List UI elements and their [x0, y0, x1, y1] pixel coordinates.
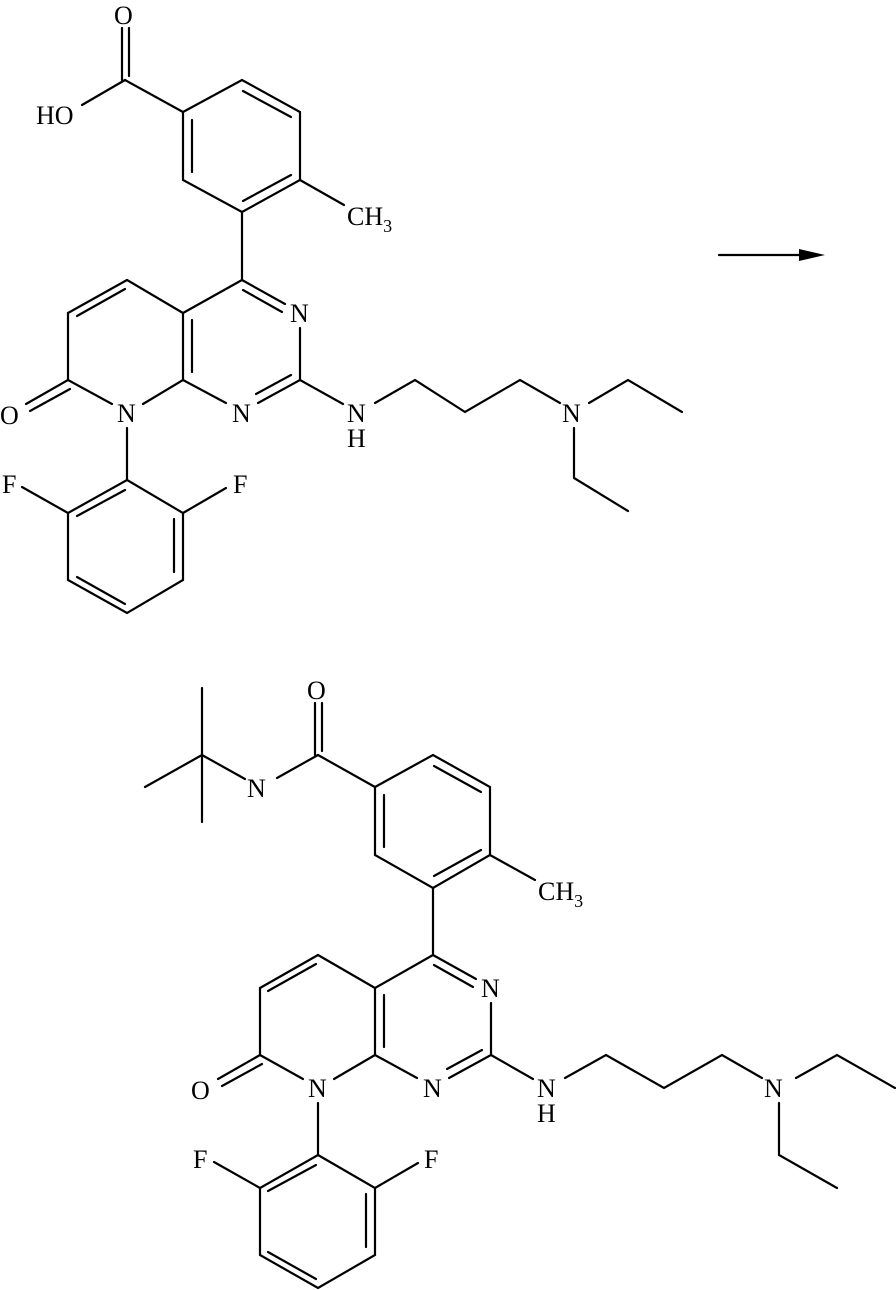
product-n1-label: N — [423, 1074, 442, 1103]
product-f-right-label: F — [424, 1145, 438, 1174]
reactant-n3-label: N — [290, 299, 309, 328]
product-amide-n-label: N — [247, 774, 266, 803]
reactant-lactam-oxygen: O — [0, 401, 19, 430]
reactant-n8-label: N — [117, 399, 136, 428]
reactant-f-left-label: F — [2, 470, 16, 499]
product-carbonyl-oxygen: O — [307, 676, 326, 705]
product-lactam-oxygen: O — [191, 1076, 210, 1105]
reactant-methyl-label: CH3 — [347, 202, 392, 236]
product-amine-n-label: N — [537, 1074, 556, 1103]
reactant-molecule: O HO CH3 N N N O — [0, 1, 684, 615]
reactant-carbonyl-oxygen: O — [114, 1, 133, 30]
arrow-head-icon — [799, 249, 825, 261]
reactant-amine-n-label: N — [347, 399, 366, 428]
product-amine-h-label: H — [537, 1099, 556, 1128]
product-f-left-label: F — [193, 1145, 207, 1174]
reaction-arrow — [717, 249, 825, 261]
reactant-amine-h-label: H — [347, 424, 366, 453]
product-methyl-label: CH3 — [538, 877, 583, 911]
reactant-n1-label: N — [232, 399, 251, 428]
product-molecule: N O CH3 N N N — [143, 676, 896, 1290]
product-n3-label: N — [481, 974, 500, 1003]
reactant-hydroxyl-label: HO — [36, 101, 74, 130]
product-n8-label: N — [308, 1074, 327, 1103]
reactant-f-right-label: F — [233, 470, 247, 499]
product-diethyl-n-label: N — [764, 1074, 783, 1103]
reactant-diethyl-n-label: N — [562, 399, 581, 428]
